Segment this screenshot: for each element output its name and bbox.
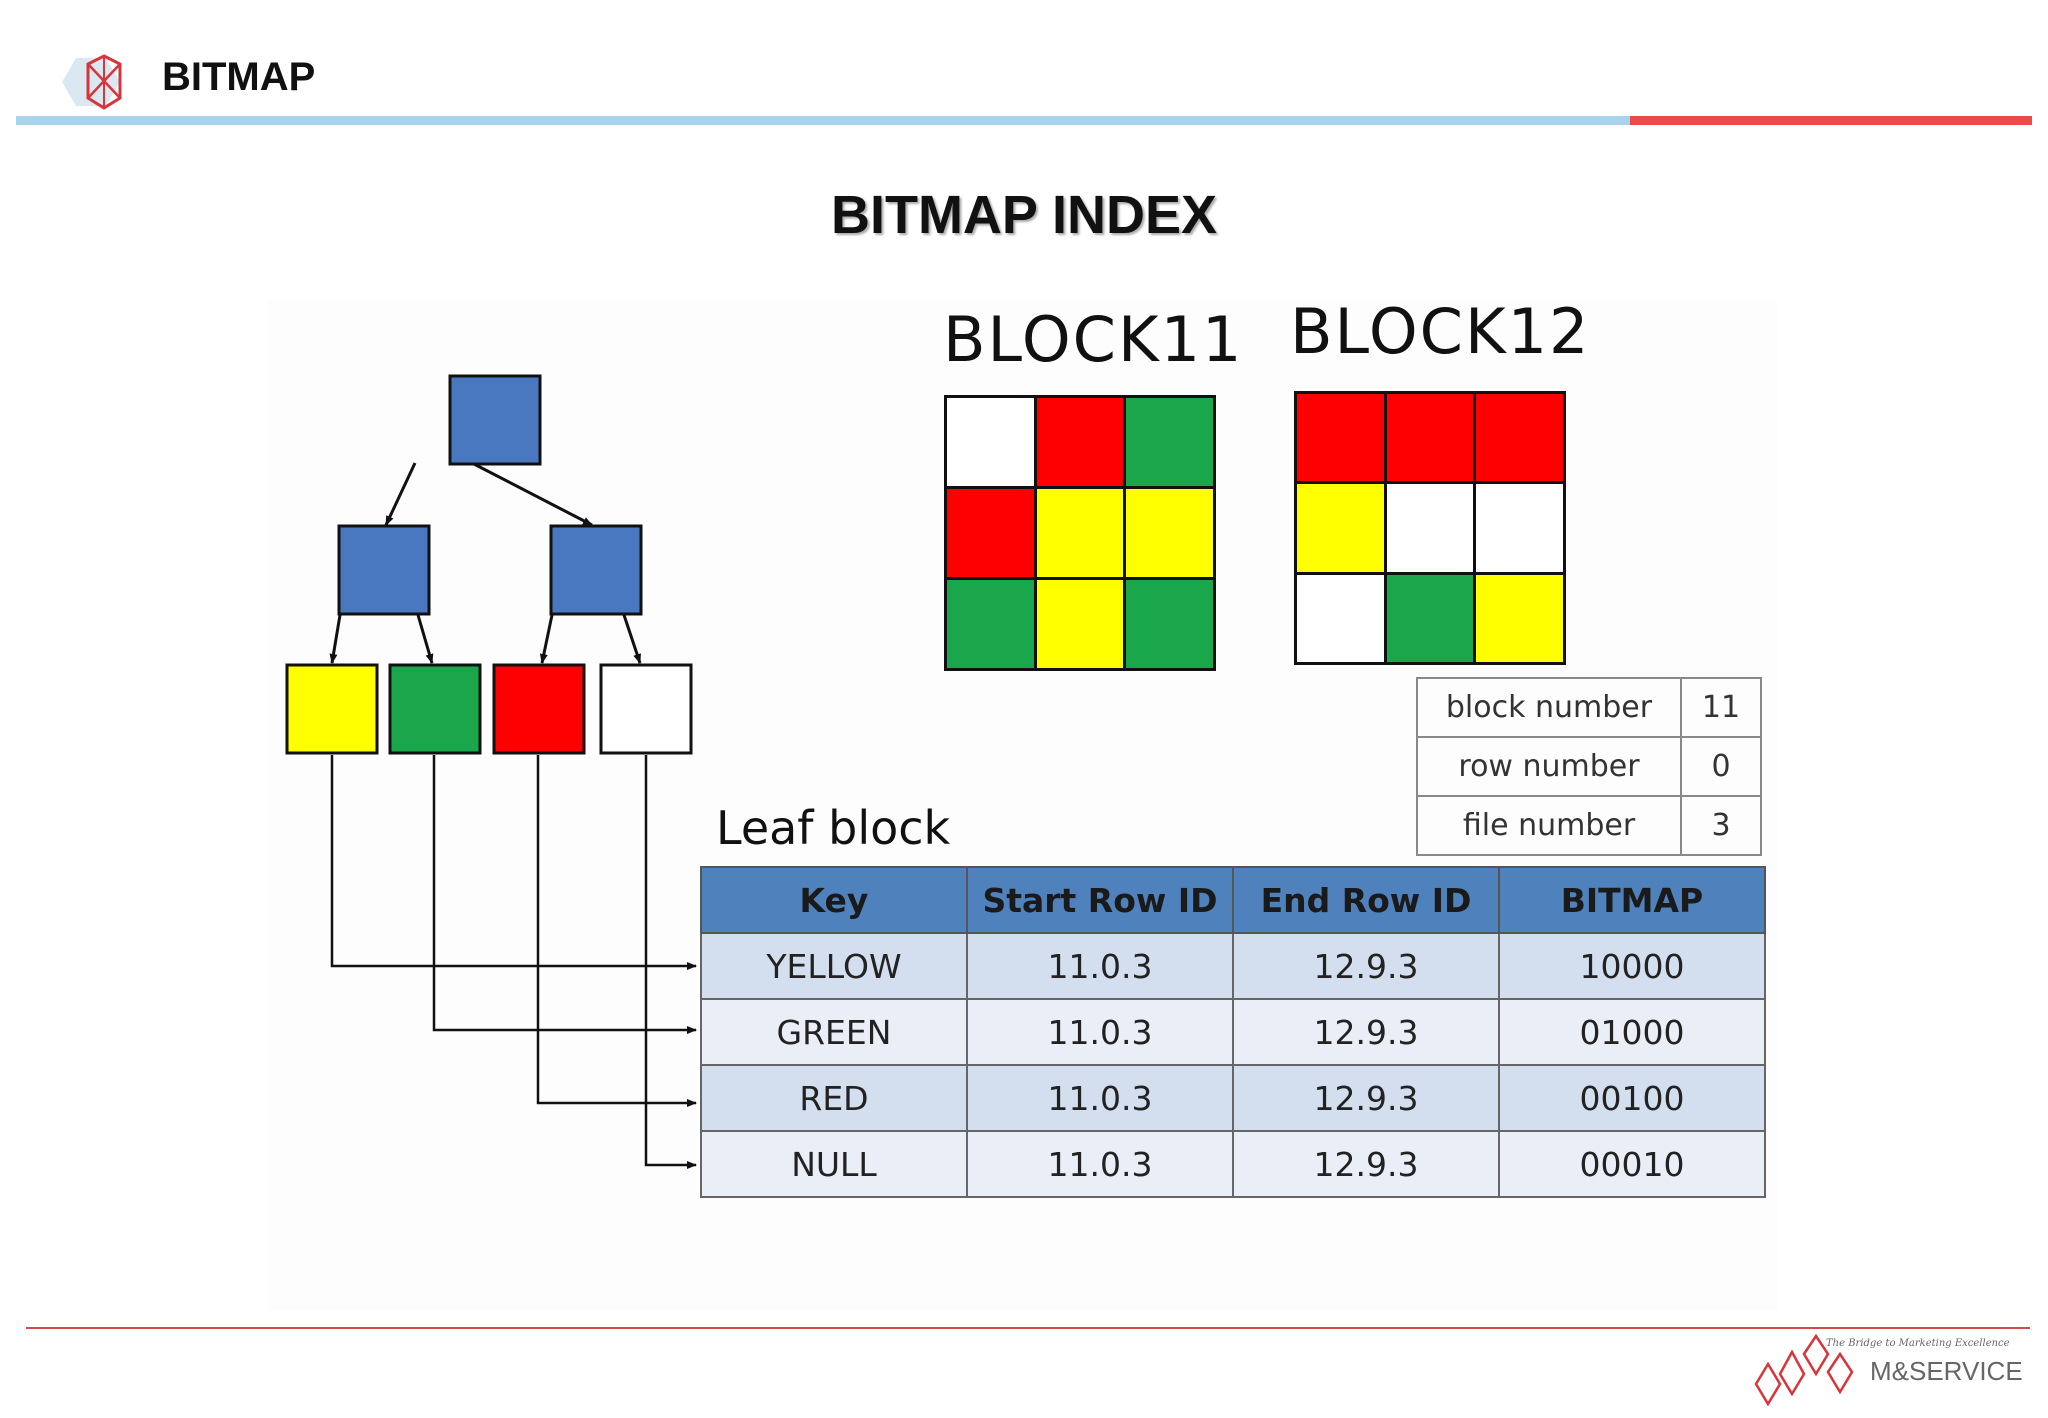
info-label: block number bbox=[1416, 677, 1682, 738]
table-cell: 12.9.3 bbox=[1232, 1064, 1500, 1132]
tree-branch-node-left bbox=[337, 524, 431, 616]
leaf-block-label: Leaf block bbox=[716, 801, 951, 855]
page-title: BITMAP INDEX bbox=[830, 185, 1218, 245]
header-bar-red bbox=[1630, 116, 2032, 125]
table-cell: 00010 bbox=[1498, 1130, 1766, 1198]
leaf-block-table: Key Start Row ID End Row ID BITMAP YELLO… bbox=[700, 866, 1766, 1198]
tree-leaf-red bbox=[492, 663, 586, 755]
table-cell: GREEN bbox=[700, 998, 968, 1066]
table-cell: YELLOW bbox=[700, 932, 968, 1000]
index-tree bbox=[285, 374, 697, 1169]
table-cell: 00100 bbox=[1498, 1064, 1766, 1132]
table-header-row: Key Start Row ID End Row ID BITMAP bbox=[700, 866, 1766, 934]
block12-label: BLOCK12 bbox=[1290, 295, 1591, 368]
block-cell-green bbox=[1386, 574, 1474, 662]
table-cell: 11.0.3 bbox=[966, 1130, 1234, 1198]
info-label: file number bbox=[1416, 795, 1682, 856]
block-cell-red bbox=[1036, 398, 1124, 486]
tree-branch-node-right bbox=[549, 524, 643, 616]
block11-grid bbox=[944, 395, 1216, 671]
tree-root-node bbox=[448, 374, 542, 466]
table-cell: 01000 bbox=[1498, 998, 1766, 1066]
block11-label: BLOCK11 bbox=[943, 303, 1244, 376]
block-cell-red bbox=[1476, 394, 1563, 482]
column-header: BITMAP bbox=[1498, 866, 1766, 934]
table-row: YELLOW 11.0.3 12.9.3 10000 bbox=[700, 932, 1766, 1000]
block12-grid bbox=[1294, 391, 1566, 665]
footer-tagline: The Bridge to Marketing Excellence bbox=[1826, 1338, 2010, 1349]
block-cell-yellow bbox=[1297, 484, 1384, 572]
table-cell: NULL bbox=[700, 1130, 968, 1198]
table-cell: 12.9.3 bbox=[1232, 932, 1500, 1000]
table-row: GREEN 11.0.3 12.9.3 01000 bbox=[700, 998, 1766, 1066]
column-header: Start Row ID bbox=[966, 866, 1234, 934]
m-and-service-logo-icon bbox=[1754, 1334, 1854, 1406]
footer-brand: M&SERVICE bbox=[1870, 1356, 2023, 1386]
table-cell: 11.0.3 bbox=[966, 998, 1234, 1066]
info-row: file number 3 bbox=[1416, 795, 1762, 856]
table-cell: 11.0.3 bbox=[966, 932, 1234, 1000]
bitmap-logo-icon bbox=[62, 54, 122, 110]
block-cell-red bbox=[1386, 394, 1474, 482]
table-row: RED 11.0.3 12.9.3 00100 bbox=[700, 1064, 1766, 1132]
header-title: BITMAP bbox=[162, 55, 316, 99]
header-bar-blue bbox=[16, 116, 1630, 125]
table-cell: 12.9.3 bbox=[1232, 1130, 1500, 1198]
table-cell: 10000 bbox=[1498, 932, 1766, 1000]
block-cell-red bbox=[1297, 394, 1384, 482]
tree-leaf-green bbox=[388, 663, 482, 755]
block-cell-green bbox=[947, 580, 1034, 668]
block-cell-white bbox=[947, 398, 1034, 486]
rowid-info-table: block number 11 row number 0 file number… bbox=[1416, 677, 1762, 856]
block-cell-green bbox=[1126, 398, 1213, 486]
table-row: NULL 11.0.3 12.9.3 00010 bbox=[700, 1130, 1766, 1198]
table-cell: RED bbox=[700, 1064, 968, 1132]
block-cell-yellow bbox=[1036, 489, 1124, 577]
table-cell: 12.9.3 bbox=[1232, 998, 1500, 1066]
info-label: row number bbox=[1416, 736, 1682, 797]
block-cell-white bbox=[1476, 484, 1563, 572]
column-header: End Row ID bbox=[1232, 866, 1500, 934]
block-cell-white bbox=[1297, 574, 1384, 662]
block-cell-yellow bbox=[1126, 489, 1213, 577]
info-row: block number 11 bbox=[1416, 677, 1762, 738]
column-header: Key bbox=[700, 866, 968, 934]
block-cell-red bbox=[947, 489, 1034, 577]
block-cell-green bbox=[1126, 580, 1213, 668]
info-value: 11 bbox=[1680, 677, 1762, 738]
table-cell: 11.0.3 bbox=[966, 1064, 1234, 1132]
info-value: 0 bbox=[1680, 736, 1762, 797]
block-cell-white bbox=[1386, 484, 1474, 572]
block-cell-yellow bbox=[1476, 574, 1563, 662]
info-value: 3 bbox=[1680, 795, 1762, 856]
footer-divider bbox=[26, 1327, 2030, 1329]
tree-leaf-yellow bbox=[285, 663, 379, 755]
block-cell-yellow bbox=[1036, 580, 1124, 668]
tree-leaf-white bbox=[599, 663, 693, 755]
info-row: row number 0 bbox=[1416, 736, 1762, 797]
